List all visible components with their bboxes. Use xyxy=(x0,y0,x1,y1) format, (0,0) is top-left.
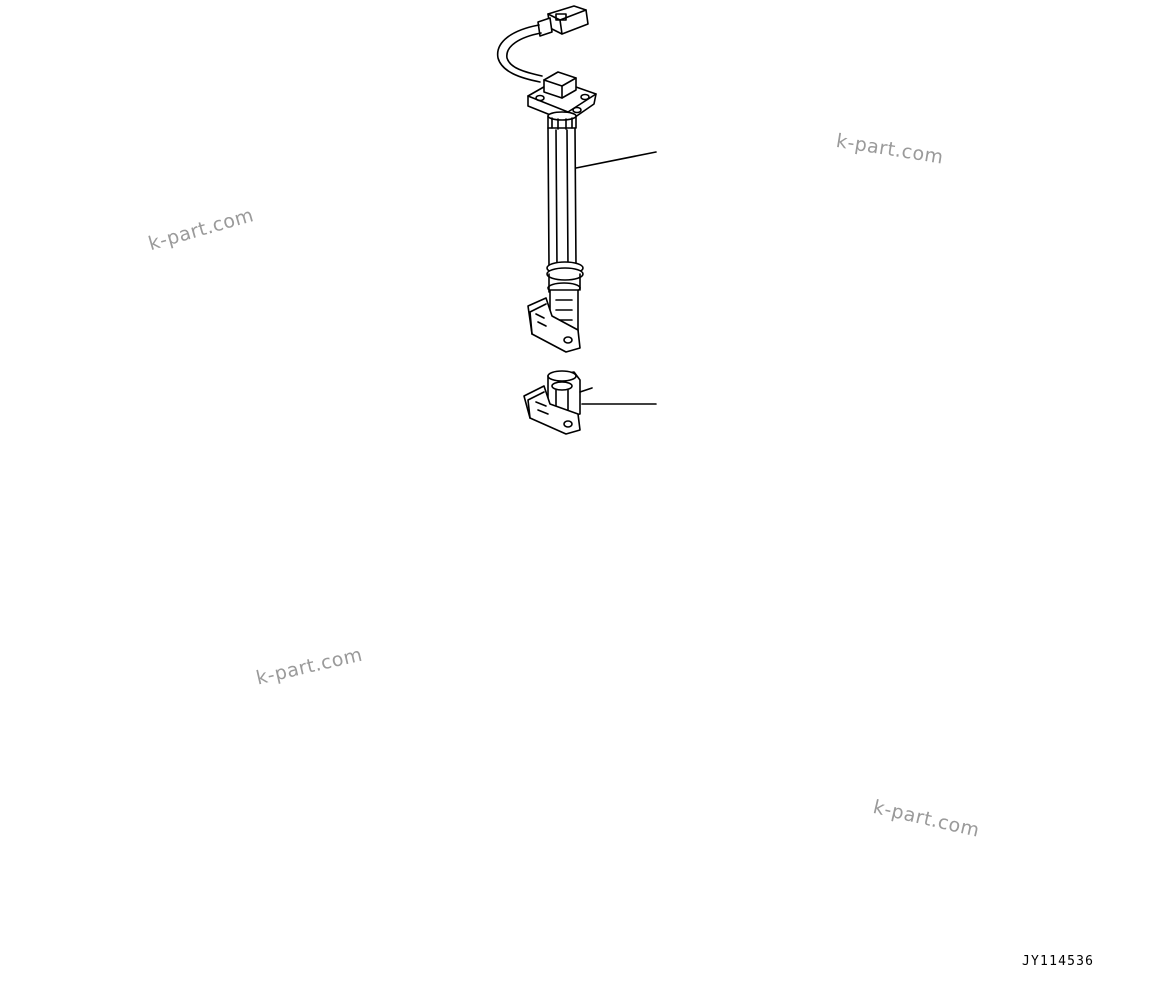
sensor-bottom-body xyxy=(527,289,581,353)
harness-connector xyxy=(537,5,589,37)
float-switch-part xyxy=(523,370,657,435)
tube-collar xyxy=(547,111,577,130)
sensor-assembly xyxy=(496,5,657,353)
float-ring xyxy=(546,261,584,294)
mounting-flange xyxy=(527,71,597,123)
sensor-tube xyxy=(547,127,577,269)
harness-wire xyxy=(496,24,543,83)
leader-line-upper xyxy=(575,151,657,169)
drawing-id-label: JY114536 xyxy=(1022,954,1095,969)
